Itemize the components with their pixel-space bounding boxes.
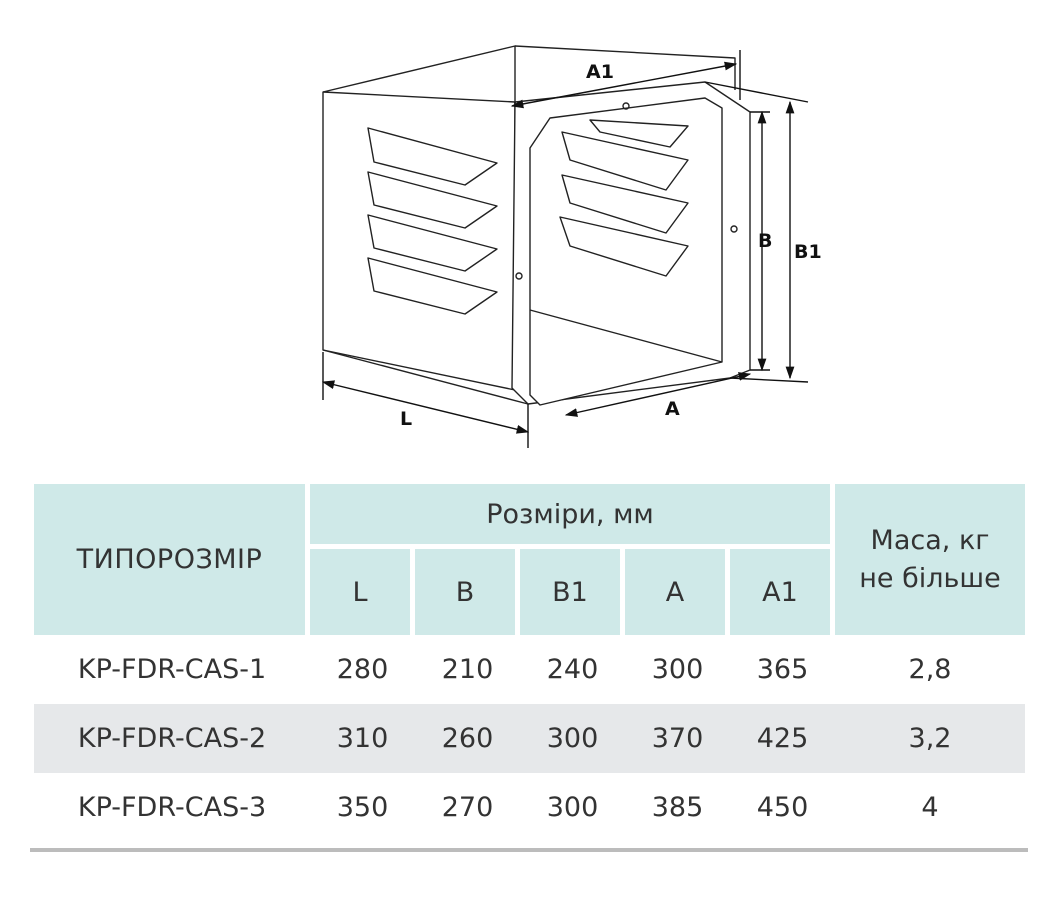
mass-cell: 2,8 xyxy=(908,654,952,685)
dimension-cell-l: 310 xyxy=(310,704,415,773)
model-cell: KP-FDR-CAS-2 xyxy=(34,704,310,773)
dimension-cell-b: 270 xyxy=(441,792,494,823)
inner-louvers xyxy=(559,119,689,277)
mass-header-line2: не більше xyxy=(859,562,1001,594)
column-header-l: L xyxy=(310,549,415,635)
side-louvers xyxy=(367,127,498,315)
dimension-cell-a: 300 xyxy=(651,654,704,685)
dimension-cell-l: 280 xyxy=(336,654,389,685)
column-header-a1: A1 xyxy=(730,549,835,635)
dimension-cell-a1: 450 xyxy=(756,792,809,823)
dim-line-l xyxy=(321,380,530,434)
mass-header-line1: Маса, кг xyxy=(870,524,990,556)
dimension-cell-b1: 300 xyxy=(520,704,625,773)
type-header: ТИПОРОЗМІР xyxy=(34,484,310,635)
model-cell: KP-FDR-CAS-3 xyxy=(77,792,267,823)
bottom-rule xyxy=(30,848,1028,852)
table-row: KP-FDR-CAS-3 350 270 300 385 450 4 xyxy=(34,773,1025,842)
dim-line-a1 xyxy=(510,61,738,109)
mass-cell: 3,2 xyxy=(835,704,1025,773)
table-row: KP-FDR-CAS-1 280 210 240 300 365 2,8 xyxy=(34,635,1025,704)
mass-header: Маса, кг не більше xyxy=(835,484,1025,635)
label-a1: A1 xyxy=(586,61,614,83)
label-a: A xyxy=(665,398,680,420)
dimension-cell-a: 385 xyxy=(651,792,704,823)
spec-table: ТИПОРОЗМІР Розміри, мм Маса, кг не більш… xyxy=(34,484,1025,842)
dimensions-header: Розміри, мм xyxy=(310,484,835,549)
screw-hole xyxy=(515,272,523,280)
technical-drawing: A1 B B1 L A xyxy=(321,45,822,448)
dim-line-a xyxy=(564,372,752,417)
dimension-cell-b: 210 xyxy=(441,654,494,685)
column-header-b1: B1 xyxy=(520,549,625,635)
column-header-a: A xyxy=(625,549,730,635)
dimension-cell-a1: 365 xyxy=(756,654,809,685)
label-b1: B1 xyxy=(794,241,822,263)
label-l: L xyxy=(400,408,412,430)
label-b: B xyxy=(758,230,772,252)
dimension-cell-a: 370 xyxy=(625,704,730,773)
dimension-cell-b1: 300 xyxy=(546,792,599,823)
dimension-cell-l: 350 xyxy=(336,792,389,823)
dimension-cell-b: 260 xyxy=(415,704,520,773)
model-cell: KP-FDR-CAS-1 xyxy=(77,654,267,685)
mass-cell: 4 xyxy=(921,792,939,823)
dimension-cell-a1: 425 xyxy=(730,704,835,773)
column-header-b: B xyxy=(415,549,520,635)
screw-hole xyxy=(730,225,738,233)
dimension-cell-b1: 240 xyxy=(546,654,599,685)
